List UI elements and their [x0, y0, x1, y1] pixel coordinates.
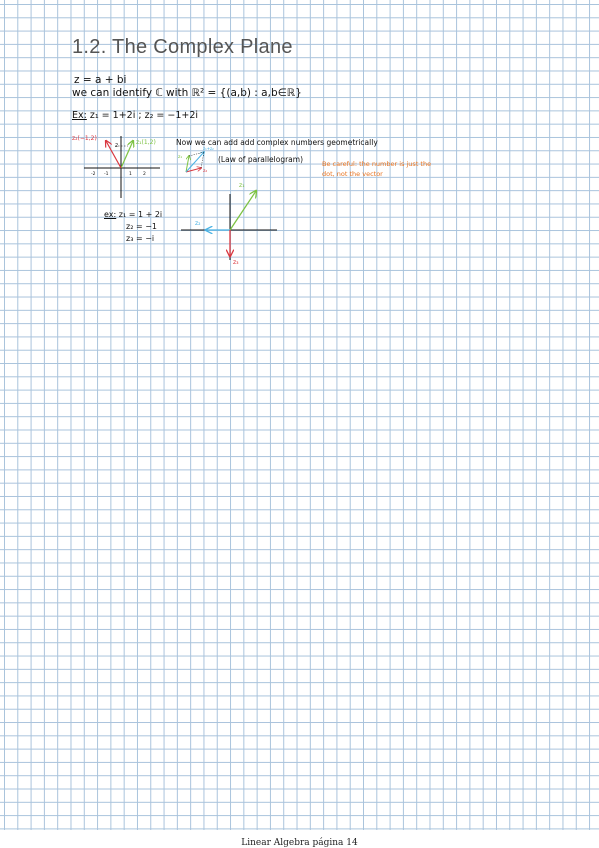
diagram-1-z2-label: z₂(−1,2)	[72, 135, 97, 142]
diagram-2-z2-vector	[185, 168, 201, 173]
diagram-2-dash-a	[188, 151, 205, 157]
diagram-3-complex-plane: z₁ z₂ z₃	[181, 182, 277, 266]
example-1-text: z₁ = 1+2i ; z₂ = −1+2i	[89, 110, 199, 121]
note-line-2: we can identify ℂ with ℝ² = {(a,b) : a,b…	[72, 87, 302, 99]
example-1: Ex: z₁ = 1+2i ; z₂ = −1+2i	[72, 110, 198, 121]
diagram-2-parallelogram: z₁+z₂ z₁ z₂	[178, 146, 214, 174]
parallelogram-law-note: (Law of parallelogram)	[218, 155, 303, 164]
diagram-2-sum-label: z₁+z₂	[203, 146, 214, 151]
diagram-2-z1-vector	[185, 156, 189, 173]
diagram-1-tick-x-3: 2	[143, 171, 146, 177]
diagram-3-z3-label: z₃	[233, 259, 239, 266]
example-2: ex: z₁ = 1 + 2i z₂ = −1 z₃ = −i	[104, 209, 162, 245]
diagram-3-z2-label: z₂	[195, 220, 201, 227]
diagram-2-dash-b	[200, 151, 205, 169]
diagram-2-z2-label: z₂	[203, 169, 207, 174]
example-1-label: Ex:	[72, 110, 87, 121]
diagram-1-z2-vector	[106, 141, 122, 169]
diagram-2-sum-vector	[185, 152, 204, 173]
add-geometrically-note: Now we can add add complex numbers geome…	[176, 138, 378, 147]
diagram-2-z1-label: z₁	[178, 155, 182, 160]
example-2-z1: z₁ = 1 + 2i	[118, 210, 163, 219]
example-2-label: ex:	[104, 210, 117, 219]
page-footer: Linear Algebra página 14	[241, 838, 358, 848]
diagram-3-z1-vector	[229, 191, 256, 231]
diagram-1-tick-x-2: 1	[129, 171, 132, 177]
graph-paper-background	[0, 0, 599, 830]
example-2-z3: z₃ = −i	[126, 234, 155, 243]
diagram-1-tick-x-0: -2	[91, 171, 96, 177]
diagram-1-tick-x-1: -1	[104, 171, 109, 177]
diagram-1-tick-y: 2	[115, 143, 118, 149]
diagram-1-z1-label: z₁(1,2)	[136, 139, 156, 146]
note-line-1: z = a + bi	[74, 74, 127, 86]
example-2-z2: z₂ = −1	[126, 222, 157, 231]
diagram-1-z1-vector	[120, 141, 133, 169]
caution-note: Be careful: the number is just the dot, …	[322, 160, 432, 178]
diagram-3-z1-label: z₁	[239, 182, 245, 189]
diagram-1-complex-plane: z₂(−1,2) z₁(1,2) 2 -2 -1 1 2	[72, 135, 160, 198]
page-title: 1.2. The Complex Plane	[72, 36, 293, 58]
